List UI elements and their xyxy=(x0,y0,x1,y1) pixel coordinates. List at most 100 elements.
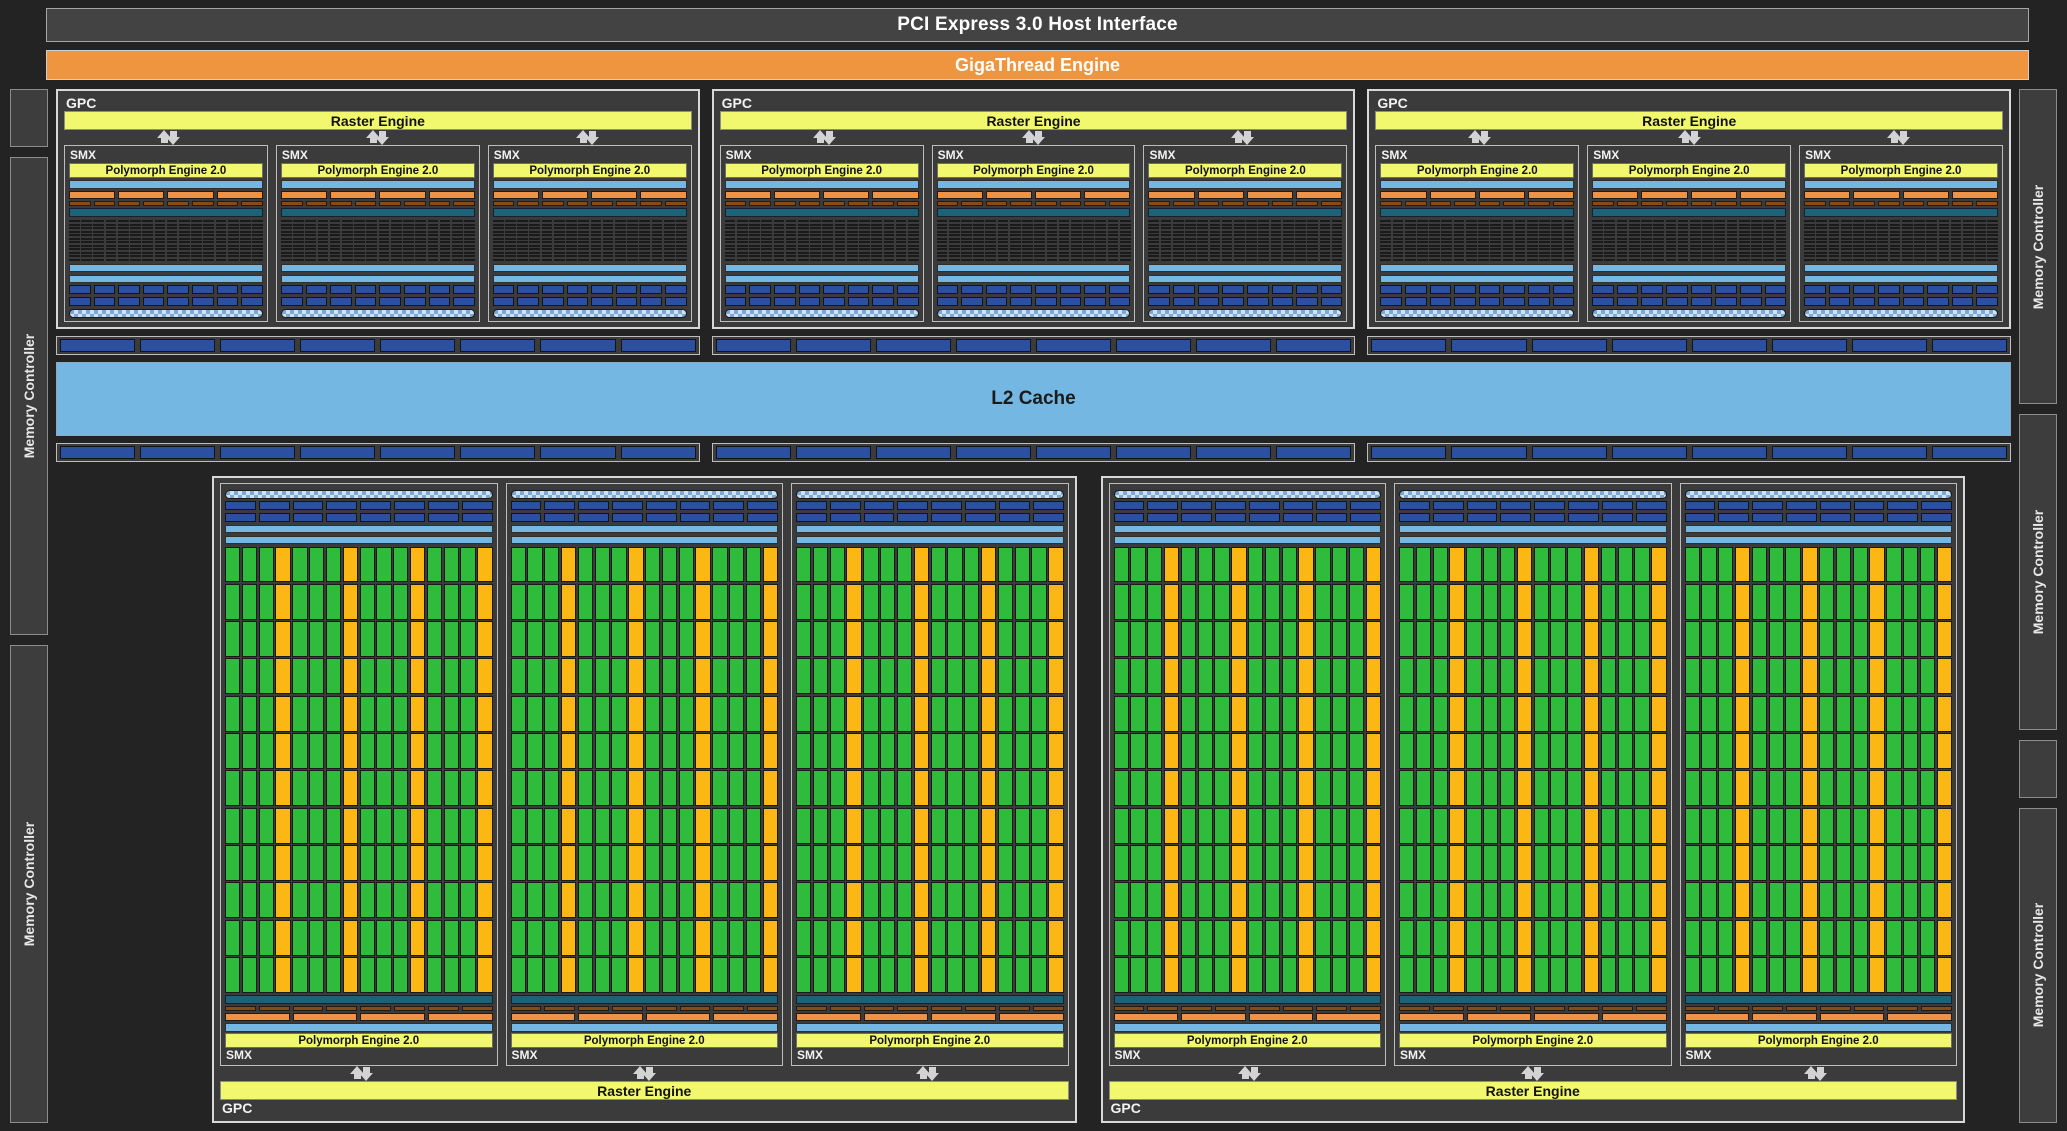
texture-cache xyxy=(724,274,919,283)
core-sp xyxy=(745,546,762,583)
texture-unit xyxy=(1828,285,1851,294)
core-sp xyxy=(1751,234,1762,236)
core-sp xyxy=(797,237,809,240)
core-dp xyxy=(317,230,329,233)
core-sp xyxy=(1148,241,1160,243)
core-sp xyxy=(1816,248,1828,250)
core-sp xyxy=(305,244,317,247)
core-dp xyxy=(203,241,215,243)
core-dp xyxy=(627,251,638,254)
core-sp xyxy=(1315,882,1331,919)
core-row xyxy=(1148,223,1343,226)
texture-unit xyxy=(1181,512,1212,522)
core-sp xyxy=(614,227,626,229)
core-sp xyxy=(566,223,577,226)
dispatch-unit xyxy=(1528,191,1575,199)
core-dp xyxy=(1465,220,1477,222)
core-dp xyxy=(761,227,773,229)
core-sp xyxy=(426,882,443,919)
core-sp xyxy=(712,770,728,807)
core-dp xyxy=(560,882,577,919)
dispatch-port xyxy=(1429,201,1452,206)
core-dp xyxy=(1465,237,1477,240)
core-sp xyxy=(1835,845,1852,881)
core-dp xyxy=(1514,244,1526,247)
core-sp xyxy=(796,882,812,919)
core-dp xyxy=(1583,919,1600,956)
core-dp xyxy=(1869,807,1885,844)
core-sp xyxy=(460,807,476,844)
core-sp xyxy=(1665,223,1677,226)
core-sp xyxy=(736,234,748,236)
core-sp xyxy=(393,882,409,919)
core-sp xyxy=(544,882,560,919)
core-sp xyxy=(1865,220,1876,222)
core-dp xyxy=(1417,255,1428,257)
core-sp xyxy=(930,919,946,956)
core-sp xyxy=(1095,230,1107,233)
core-sp xyxy=(1490,251,1502,254)
core-dp xyxy=(1651,957,1667,993)
core-row xyxy=(510,807,778,844)
core-sp xyxy=(1478,241,1489,243)
core-sp xyxy=(191,237,202,240)
dispatch-port xyxy=(1690,201,1713,206)
core-row xyxy=(936,251,1131,254)
core-sp xyxy=(1258,223,1270,226)
core-dp xyxy=(1987,248,1999,250)
texture-unit xyxy=(1181,501,1212,510)
texture-unit xyxy=(961,285,983,294)
texture-unit xyxy=(796,512,827,522)
core-dp xyxy=(1163,882,1180,919)
core-sp xyxy=(1246,248,1257,250)
dispatch-port xyxy=(1404,201,1427,206)
dispatch-port xyxy=(1641,201,1664,206)
core-sp xyxy=(439,248,451,250)
core-dp xyxy=(1070,251,1082,254)
core-sp xyxy=(602,244,614,247)
core-sp xyxy=(359,882,375,919)
core-sp xyxy=(527,845,543,881)
core-sp xyxy=(663,234,675,236)
core-sp xyxy=(1604,248,1616,250)
core-sp xyxy=(1209,234,1221,236)
core-sp xyxy=(663,244,675,247)
texture-unit xyxy=(1641,285,1664,294)
core-sp xyxy=(1502,223,1514,226)
core-sp xyxy=(1751,583,1768,620)
core-sp xyxy=(354,248,365,250)
dispatch-port xyxy=(1454,201,1476,206)
core-sp xyxy=(936,237,948,240)
core-dp xyxy=(1449,919,1465,956)
core-dp xyxy=(1726,255,1738,257)
core-sp xyxy=(227,251,239,254)
core-sp xyxy=(527,695,543,732)
dispatch-port xyxy=(998,1006,1030,1011)
polymorph-engine: Polymorph Engine 2.0 xyxy=(510,1033,778,1048)
texture-unit xyxy=(1853,512,1885,522)
core-sp xyxy=(773,251,785,254)
core-dp xyxy=(859,223,870,226)
core-sp xyxy=(292,882,308,919)
core-sp xyxy=(590,230,602,233)
core-sp xyxy=(1653,223,1665,226)
core-sp xyxy=(736,244,748,247)
core-sp xyxy=(1258,220,1270,222)
rop-unit xyxy=(460,445,536,459)
texture-unit xyxy=(578,512,609,522)
core-sp xyxy=(1315,919,1331,956)
texture-cache xyxy=(225,524,493,533)
core-sp xyxy=(293,244,304,247)
core-dp xyxy=(105,227,117,229)
core-sp xyxy=(1380,248,1392,250)
core-sp xyxy=(1665,258,1677,261)
core-dp xyxy=(627,248,638,250)
core-sp xyxy=(1526,251,1538,254)
core-dp xyxy=(1048,733,1064,769)
core-dp xyxy=(1563,255,1575,257)
core-row xyxy=(1592,234,1787,236)
core-sp xyxy=(566,227,577,229)
core-dp xyxy=(761,244,773,247)
